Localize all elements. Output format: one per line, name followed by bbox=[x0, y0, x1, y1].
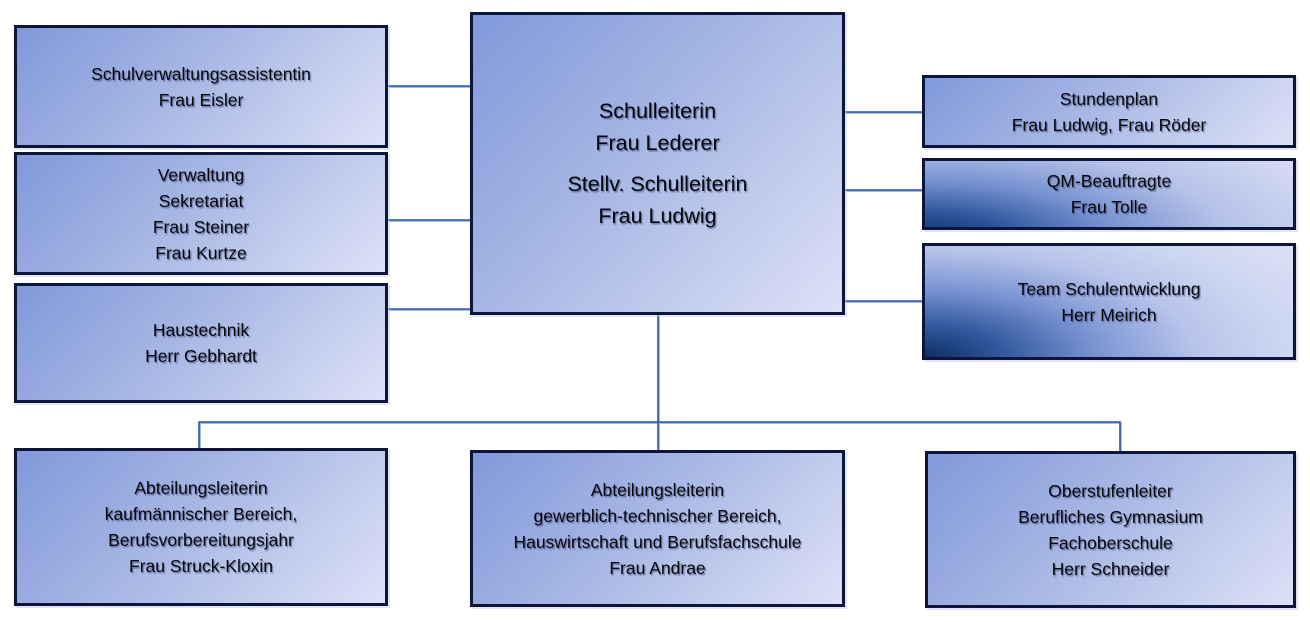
person-name: Frau Lederer bbox=[595, 131, 720, 155]
person-name: Frau Ludwig, Frau Röder bbox=[1011, 114, 1207, 135]
role-label: Team Schulentwicklung bbox=[1017, 278, 1201, 299]
node-team-schulentwicklung: Team Schulentwicklung Herr Meirich bbox=[922, 243, 1296, 360]
role-label: Schulverwaltungsassistentin bbox=[91, 63, 311, 84]
role-label: Haustechnik bbox=[152, 320, 250, 340]
node-abteilungsleiterin-gewerblich: Abteilungsleiterin gewerblich-technische… bbox=[470, 450, 845, 607]
person-name: Frau Struck-Kloxin bbox=[129, 556, 273, 576]
connector-main-layer bbox=[198, 85, 1121, 451]
node-verwaltung: Verwaltung Sekretariat Frau Steiner Frau… bbox=[14, 152, 388, 275]
role-label: Sekretariat bbox=[158, 190, 244, 211]
person-name: Frau Tolle bbox=[1070, 197, 1148, 217]
person-name: Frau Ludwig bbox=[598, 204, 717, 228]
node-haustechnik: Haustechnik Herr Gebhardt bbox=[14, 283, 388, 403]
person-name: Herr Gebhardt bbox=[145, 346, 257, 366]
role-label: Abteilungsleiterin bbox=[134, 478, 268, 498]
person-name: Frau Andrae bbox=[609, 557, 706, 578]
stellv-schulleitung-paragraph: Stellv. Schulleiterin Frau Ludwig bbox=[567, 168, 747, 232]
role-label: Hauswirtschaft und Berufsfachschule bbox=[513, 531, 802, 552]
role-label: Stellv. Schulleiterin bbox=[567, 172, 748, 196]
person-name: Herr Meirich bbox=[1061, 304, 1157, 325]
node-schulleitung: Schulleiterin Frau Lederer Stellv. Schul… bbox=[470, 12, 845, 315]
person-name: Frau Eisler bbox=[158, 89, 244, 110]
role-label: kaufmännischer Bereich, bbox=[104, 504, 298, 524]
role-label: QM-Beauftragte bbox=[1046, 171, 1172, 191]
connector-bottom-rail bbox=[198, 421, 1121, 451]
role-label: Schulleiterin bbox=[598, 99, 717, 123]
node-abteilungsleiterin-kaufmaennisch: Abteilungsleiterin kaufmännischer Bereic… bbox=[14, 448, 388, 606]
role-label: Abteilungsleiterin bbox=[590, 479, 725, 500]
role-label: Oberstufenleiter bbox=[1048, 480, 1173, 501]
node-qm-beauftragte: QM-Beauftragte Frau Tolle bbox=[922, 158, 1296, 230]
node-schulverwaltungsassistentin: Schulverwaltungsassistentin Frau Eisler bbox=[14, 25, 388, 148]
role-label: Berufsvorbereitungsjahr bbox=[108, 530, 294, 550]
person-name: Herr Schneider bbox=[1051, 558, 1170, 579]
person-name: Frau Steiner bbox=[152, 216, 250, 237]
person-name: Frau Kurtze bbox=[155, 242, 247, 263]
node-oberstufenleiter: Oberstufenleiter Berufliches Gymnasium F… bbox=[925, 451, 1296, 608]
connector-highlight-layer bbox=[199, 86, 1122, 453]
role-label: Berufliches Gymnasium bbox=[1018, 506, 1203, 527]
role-label: Verwaltung bbox=[157, 164, 245, 185]
role-label: Fachoberschule bbox=[1048, 532, 1173, 553]
role-label: Stundenplan bbox=[1059, 88, 1159, 109]
schulleitung-paragraph: Schulleiterin Frau Lederer bbox=[595, 95, 719, 159]
role-label: gewerblich-technischer Bereich, bbox=[533, 505, 782, 526]
node-stundenplan: Stundenplan Frau Ludwig, Frau Röder bbox=[922, 75, 1296, 148]
